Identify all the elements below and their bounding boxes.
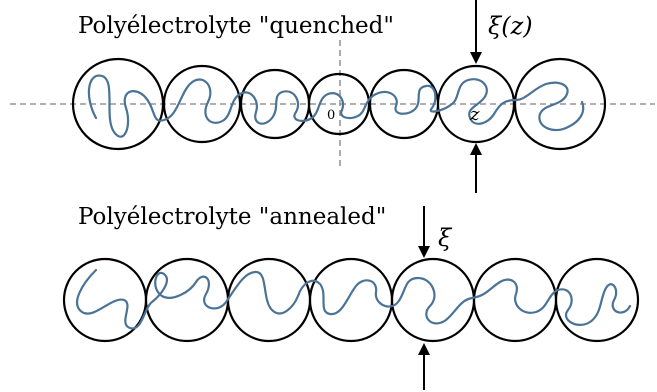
top-arrow-head (470, 52, 482, 64)
quenched-panel: Polyélectrolyte "quenched" 0 z ξ(z) (10, 0, 655, 193)
blob-size-label: ξ (438, 224, 453, 252)
top-arrow-head (418, 246, 430, 258)
blob (226, 257, 312, 343)
quenched-blobs (71, 57, 607, 151)
blob (554, 257, 640, 343)
bottom-arrow-head (418, 343, 430, 355)
annealed-panel: Polyélectrolyte "annealed" ξ (62, 204, 640, 390)
bottom-arrow-head (470, 143, 482, 155)
annealed-title: Polyélectrolyte "annealed" (78, 204, 386, 230)
annealed-polymer-chain (76, 268, 632, 330)
blob (513, 57, 607, 151)
annealed-arrows (418, 206, 430, 390)
annealed-blobs (62, 257, 640, 343)
quenched-arrows (470, 0, 482, 193)
blob-size-label-z: ξ(z) (488, 12, 533, 40)
origin-label: 0 (327, 108, 335, 123)
quenched-title: Polyélectrolyte "quenched" (78, 13, 394, 39)
quenched-polymer-chain (87, 74, 585, 138)
position-label: z (469, 104, 480, 125)
blob (144, 257, 230, 343)
blob (308, 257, 394, 343)
